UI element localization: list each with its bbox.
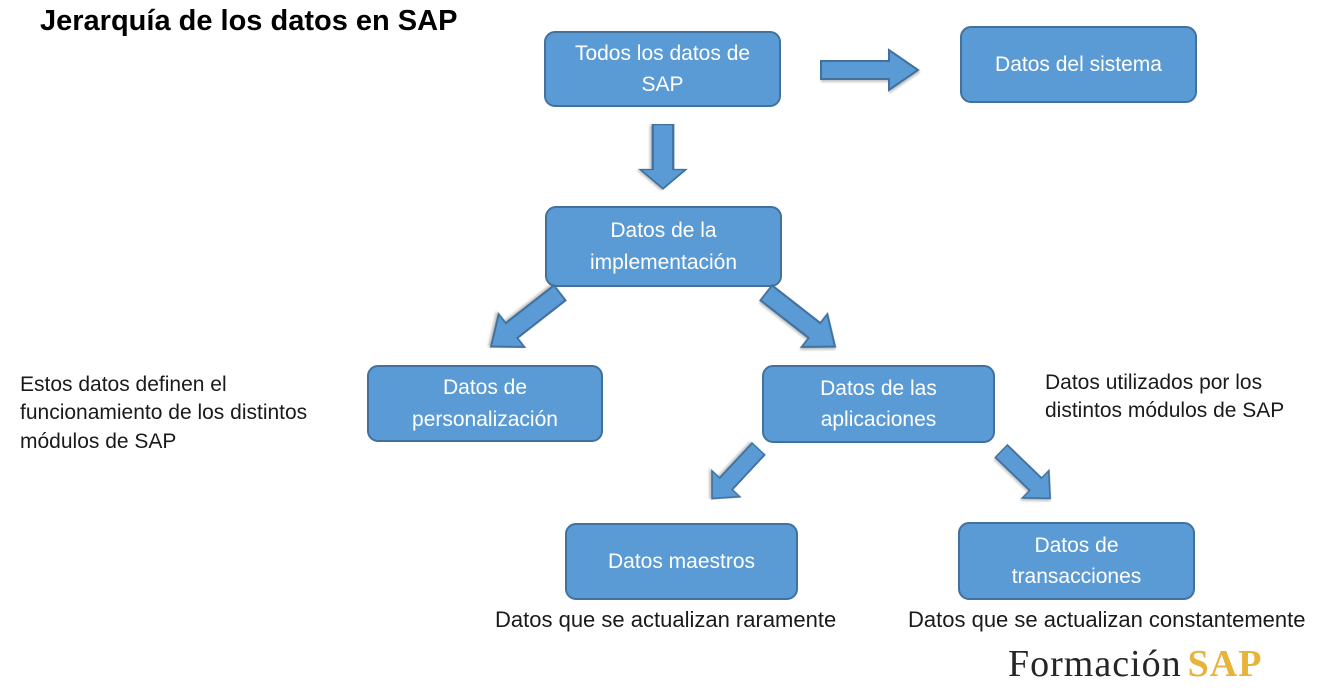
arrow-aplicaciones-to-transacciones-icon: [994, 443, 1052, 500]
node-datos-implementacion: Datos de la implementación: [545, 206, 782, 287]
page-title: Jerarquía de los datos en SAP: [40, 5, 458, 37]
arrow-todos-to-implementacion-icon: [638, 124, 688, 190]
node-datos-transacciones: Datos de transacciones: [958, 522, 1195, 600]
node-todos-los-datos: Todos los datos de SAP: [544, 31, 781, 107]
annotation-aplicaciones: Datos utilizados por los distintos módul…: [1045, 371, 1285, 423]
annotation-transacciones: Datos que se actualizan constantemente: [908, 607, 1306, 632]
logo-text-primary: Formación: [1008, 643, 1182, 685]
logo-text-accent: SAP: [1187, 643, 1263, 685]
node-datos-maestros: Datos maestros: [565, 523, 798, 600]
node-datos-personalizacion: Datos de personalización: [367, 365, 603, 442]
node-datos-del-sistema: Datos del sistema: [960, 26, 1197, 103]
arrow-todos-to-sistema-icon: [820, 48, 920, 92]
arrow-aplicaciones-to-maestros-icon: [711, 441, 766, 500]
arrow-implementacion-to-aplicaciones-icon: [759, 284, 837, 349]
node-datos-aplicaciones: Datos de las aplicaciones: [762, 365, 995, 443]
arrow-implementacion-to-personalizacion-icon: [489, 284, 567, 349]
annotation-personalizacion: Estos datos definen el funcionamiento de…: [20, 373, 308, 453]
annotation-maestros: Datos que se actualizan raramente: [495, 607, 837, 632]
